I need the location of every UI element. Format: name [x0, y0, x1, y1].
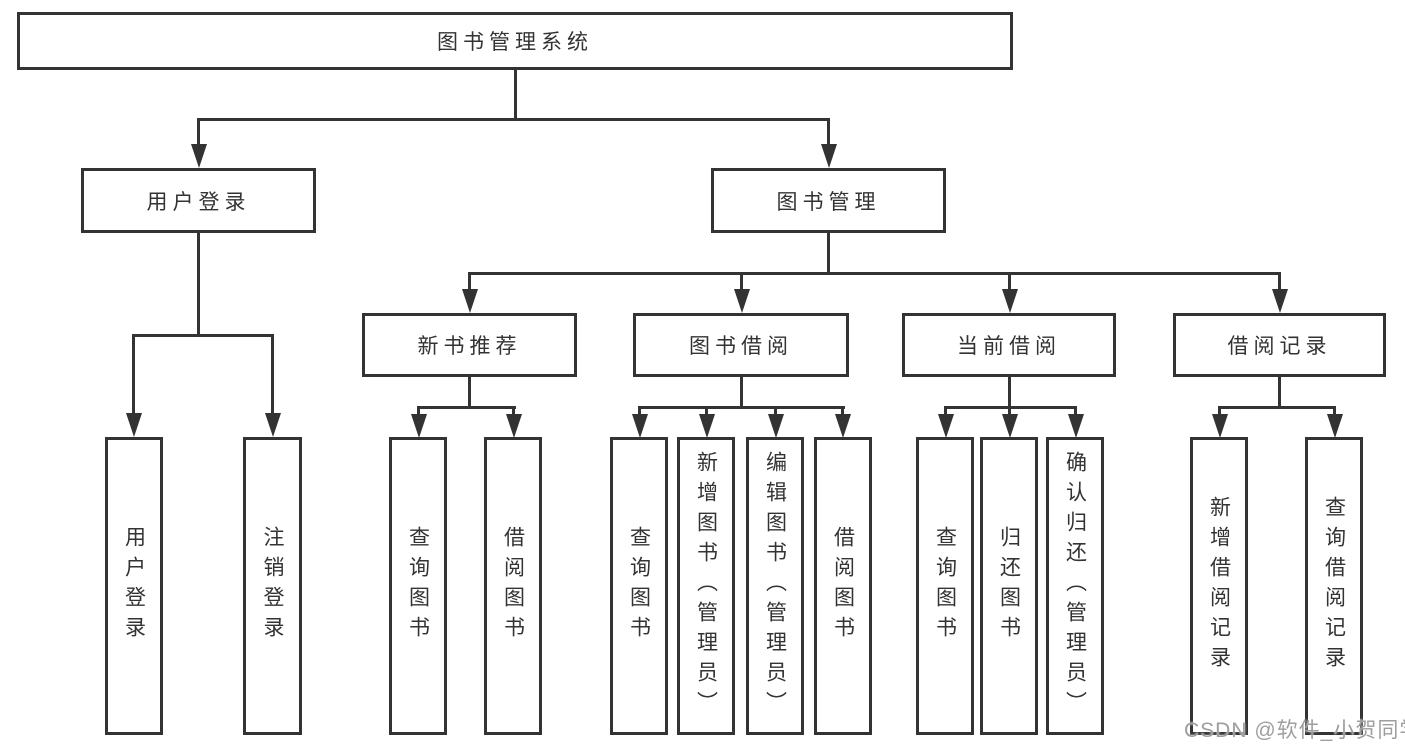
leaf-add-book-admin-label: 新增图书（管理员） — [694, 451, 718, 721]
leaf-query-books-recommend: 查询图书 — [389, 437, 447, 735]
connector-hline — [638, 406, 845, 409]
node-user-login-label: 用户登录 — [146, 190, 251, 214]
connector-arrow-down-icon — [631, 406, 648, 438]
leaf-borrow-books-2: 借阅图书 — [814, 437, 872, 735]
connector-arrow-down-icon — [834, 406, 851, 438]
node-current-borrow: 当前借阅 — [902, 313, 1116, 377]
leaf-borrow-books-recommend: 借阅图书 — [484, 437, 542, 735]
connector-arrow-down-icon — [1001, 272, 1018, 313]
leaf-add-borrow-record: 新增借阅记录 — [1190, 437, 1248, 735]
connector-hline — [197, 118, 830, 121]
connector-arrow-down-icon — [1326, 406, 1343, 438]
connector-vline — [1008, 377, 1011, 406]
connector-arrow-down-icon — [937, 406, 954, 438]
connector-arrow-down-icon — [461, 272, 478, 313]
leaf-query-books-borrow: 查询图书 — [610, 437, 668, 735]
node-book-borrow: 图书借阅 — [633, 313, 849, 377]
node-borrow-records: 借阅记录 — [1173, 313, 1386, 377]
node-root: 图书管理系统 — [17, 12, 1013, 70]
connector-vline — [827, 233, 830, 272]
leaf-return-book: 归还图书 — [980, 437, 1038, 735]
leaf-borrow-books-recommend-label: 借阅图书 — [501, 526, 525, 646]
leaf-add-book-admin: 新增图书（管理员） — [677, 437, 735, 735]
leaf-logout: 注销登录 — [243, 437, 302, 735]
leaf-user-login: 用户登录 — [105, 437, 163, 735]
node-new-book-recommend: 新书推荐 — [362, 313, 577, 377]
connector-arrow-down-icon — [820, 118, 837, 168]
leaf-query-books-current: 查询图书 — [916, 437, 974, 735]
connector-vline — [514, 70, 517, 118]
watermark: CSDN @软件_小贺同学 — [1184, 719, 1405, 742]
leaf-add-borrow-record-label: 新增借阅记录 — [1207, 496, 1231, 676]
node-book-management-label: 图书管理 — [776, 190, 881, 214]
connector-hline — [132, 334, 274, 337]
leaf-confirm-return-admin: 确认归还（管理员） — [1046, 437, 1104, 735]
connector-arrow-down-icon — [698, 406, 715, 438]
connector-vline — [197, 233, 200, 334]
leaf-query-books-borrow-label: 查询图书 — [627, 526, 651, 646]
leaf-query-books-current-label: 查询图书 — [933, 526, 957, 646]
leaf-query-books-recommend-label: 查询图书 — [406, 526, 430, 646]
leaf-logout-label: 注销登录 — [261, 526, 284, 646]
connector-arrow-down-icon — [1211, 406, 1228, 438]
connector-arrow-down-icon — [125, 334, 142, 437]
node-new-book-recommend-label: 新书推荐 — [417, 335, 522, 358]
connector-arrow-down-icon — [1001, 406, 1018, 438]
node-current-borrow-label: 当前借阅 — [957, 335, 1061, 358]
connector-hline — [468, 272, 1281, 275]
connector-arrow-down-icon — [410, 406, 427, 438]
connector-arrow-down-icon — [190, 118, 207, 168]
connector-arrow-down-icon — [767, 406, 784, 438]
leaf-user-login-label: 用户登录 — [122, 526, 146, 646]
connector-arrow-down-icon — [264, 334, 281, 437]
leaf-edit-book-admin-label: 编辑图书（管理员） — [763, 451, 787, 721]
leaf-query-borrow-record: 查询借阅记录 — [1305, 437, 1363, 735]
connector-vline — [468, 377, 471, 406]
connector-hline — [1218, 406, 1336, 409]
node-borrow-records-label: 借阅记录 — [1227, 335, 1332, 358]
connector-arrow-down-icon — [505, 406, 522, 438]
node-book-management: 图书管理 — [711, 168, 946, 233]
connector-arrow-down-icon — [1067, 406, 1084, 438]
connector-arrow-down-icon — [1271, 272, 1288, 313]
connector-hline — [417, 406, 516, 409]
leaf-query-borrow-record-label: 查询借阅记录 — [1322, 496, 1346, 676]
leaf-confirm-return-admin-label: 确认归还（管理员） — [1063, 451, 1087, 721]
connector-arrow-down-icon — [733, 272, 750, 313]
leaf-return-book-label: 归还图书 — [997, 526, 1021, 646]
connector-vline — [1278, 377, 1281, 406]
connector-vline — [740, 377, 743, 406]
node-book-borrow-label: 图书借阅 — [689, 335, 793, 358]
leaf-edit-book-admin: 编辑图书（管理员） — [746, 437, 804, 735]
leaf-borrow-books-2-label: 借阅图书 — [831, 526, 855, 646]
node-root-label: 图书管理系统 — [437, 31, 593, 54]
node-user-login: 用户登录 — [81, 168, 316, 233]
